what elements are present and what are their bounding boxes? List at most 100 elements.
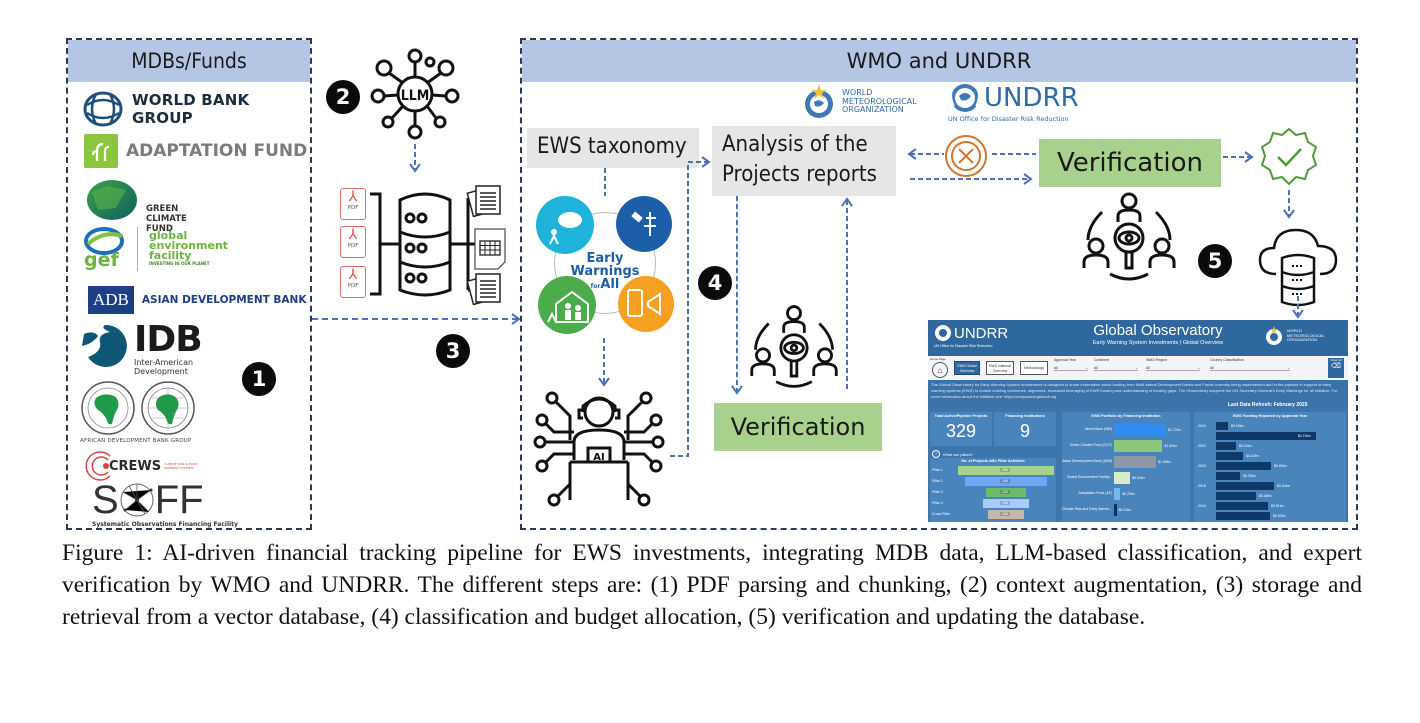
- afdb-logo: AFRICAN DEVELOPMENT BANK GROUP: [80, 380, 230, 444]
- llm-network-icon: LLM: [370, 48, 460, 140]
- step-1-badge: 1: [242, 362, 276, 396]
- pillar-row-label: Cross Pillar: [932, 512, 950, 516]
- year-row-label: 2020: [1198, 464, 1206, 468]
- dashboard-description: The Global Observatory for Early Warning…: [928, 380, 1348, 408]
- eraser-icon: ⌫: [1331, 363, 1341, 370]
- filter-wmo-region[interactable]: WMO Region All⌄: [1146, 358, 1200, 371]
- portfolio-bar: [1114, 472, 1131, 484]
- vector-database-icon: [370, 192, 478, 297]
- nav-ews-national-overview[interactable]: EWS National Overview: [986, 361, 1014, 375]
- chevron-down-icon: ⌄: [1287, 366, 1290, 370]
- year-bar-value: $0.32bn: [1246, 454, 1259, 458]
- wmo-emblem-icon: [1266, 326, 1282, 345]
- year-bar: [1216, 422, 1228, 430]
- dashboard-brand-sub: UN Office for Disaster Risk Reduction: [934, 344, 993, 348]
- filter-continent[interactable]: Continent All⌄: [1094, 358, 1138, 371]
- portfolio-bar: [1114, 488, 1121, 500]
- arrow-verification-to-approved: [1223, 151, 1254, 163]
- portfolio-row-label: World Bank (WB): [1085, 427, 1112, 431]
- gef-ring-icon: [84, 227, 124, 255]
- nav-methodology[interactable]: Methodology: [1020, 361, 1048, 375]
- portfolio-bar-value: $1.72bn: [1168, 428, 1181, 432]
- year-bar: [1216, 462, 1271, 470]
- portfolio-row-label: Global Environment Facility...: [1066, 475, 1112, 479]
- spreadsheet-icon: [474, 228, 506, 270]
- adb-logo: ADB ASIAN DEVELOPMENT BANK: [88, 286, 306, 314]
- portfolio-bar-value: $0.20bn: [1122, 492, 1135, 496]
- undrr-subtitle: UN Office for Disaster Risk Reduction: [948, 115, 1069, 123]
- gcf-gem-icon: [87, 180, 137, 220]
- ews-taxonomy-box: EWS taxonomy: [527, 128, 699, 168]
- arrow-approved-to-cloud: [1283, 190, 1295, 219]
- year-bar: [1216, 502, 1268, 510]
- arrow-verification-to-analysis: [841, 197, 853, 390]
- portfolio-row-label: Adaptation Fund (AF): [1078, 491, 1112, 495]
- portfolio-bar-value: $1.60bn: [1164, 444, 1178, 448]
- fountain-icon: [84, 134, 118, 168]
- year-bar-value: $0.24bn: [1239, 444, 1252, 448]
- pdf-file-icon: ⅄ PDF: [340, 226, 366, 258]
- clear-all-button[interactable]: Clear all ⌫: [1328, 358, 1344, 378]
- kpi-total-projects: Total Active/Pipeline Projects 329: [930, 412, 992, 446]
- arrow-llm-to-db: [409, 144, 421, 173]
- pillar-bar-value: 286: [1000, 468, 1010, 472]
- pillar-row-label: Pillar 3: [932, 490, 943, 494]
- pillars-info-link[interactable]: ? What are pillars?: [932, 450, 973, 458]
- pillar-bar-value: 246: [1000, 479, 1010, 483]
- portfolio-bar-value: $0.54bn: [1132, 476, 1145, 480]
- reject-x-icon: [945, 135, 987, 177]
- portfolio-bar: [1114, 504, 1117, 516]
- year-bar-value: $0.60bn: [1274, 464, 1287, 468]
- home-label: Home Page: [930, 357, 946, 361]
- crews-logo: CREWS CLIMATE RISK & EARLY WARNING SYSTE…: [84, 451, 198, 481]
- pillar-row: Pillar 3 122: [930, 488, 1056, 498]
- year-row-label: 2024: [1198, 424, 1206, 428]
- gcf-line-3: FUND: [146, 224, 173, 234]
- step-5-badge: 5: [1198, 244, 1232, 278]
- pillar-bar-value: 138: [1000, 501, 1010, 505]
- pillar-row-label: Pillar 4: [932, 501, 943, 505]
- arrow-reject-to-analysis: [907, 148, 1036, 160]
- arrow-analysis-to-verification-bottom: [731, 196, 743, 395]
- africa-globe-icon: [141, 381, 195, 435]
- wmo-emblem-icon: [805, 84, 833, 118]
- chevron-down-icon: ⌄: [1085, 366, 1088, 370]
- arrow-cloud-to-dashboard: [1292, 296, 1304, 319]
- wmo-line-3: ORGANIZATION: [842, 105, 904, 115]
- un-emblem-icon: [935, 325, 951, 341]
- year-bar: [1216, 472, 1240, 480]
- pillar-bar: [964, 477, 1048, 486]
- nav-ews-global-overview[interactable]: EWS Global Overview: [954, 361, 980, 375]
- wmo-line-1: WORLD: [842, 88, 873, 98]
- analysis-line-2: Projects reports: [722, 162, 877, 187]
- year-row-label: 2018: [1198, 484, 1206, 488]
- documents-icon: [466, 185, 501, 218]
- filter-country-classification[interactable]: Country Classification All⌄: [1210, 358, 1290, 371]
- africa-seal-icon: [81, 381, 135, 435]
- arrow-to-wmo-panel: [312, 313, 521, 325]
- portfolio-bar: [1114, 424, 1166, 436]
- pillar-bar: [982, 499, 1030, 508]
- figure-caption: Figure 1: AI-driven financial tracking p…: [62, 540, 1362, 630]
- home-button[interactable]: ⌂: [932, 362, 948, 378]
- arrow-analysis-to-verification: [910, 173, 1033, 185]
- year-bar-value: $0.51bn: [1271, 504, 1284, 508]
- mdbs-funds-panel: MDBs/Funds WORLD BANK GROUP ADAPTATION F…: [66, 38, 312, 530]
- observation-satellite-icon: [616, 196, 672, 252]
- filter-approval-year[interactable]: Approval Year All⌄: [1054, 358, 1088, 371]
- year-bar-value: $0.48bn: [1259, 494, 1272, 498]
- expert-review-icon: [750, 305, 838, 388]
- portfolio-row-label: Asian Development Bank (ADB): [1062, 459, 1112, 463]
- kpi-financing-institutions: Financing Institutions 9: [994, 412, 1056, 446]
- adaptation-fund-label: ADAPTATION FUND: [126, 141, 308, 161]
- year-bar: [1216, 442, 1236, 450]
- dashboard-subtitle: Early Warning System Investments | Globa…: [1092, 340, 1224, 346]
- portfolio-bar: [1114, 440, 1163, 452]
- idb-abbr: IDB: [134, 319, 203, 360]
- year-row-label: 2016: [1198, 504, 1206, 508]
- wmo-undrr-panel: WMO and UNDRR: [520, 38, 1358, 530]
- pillar-bar-value: 122: [1000, 490, 1010, 494]
